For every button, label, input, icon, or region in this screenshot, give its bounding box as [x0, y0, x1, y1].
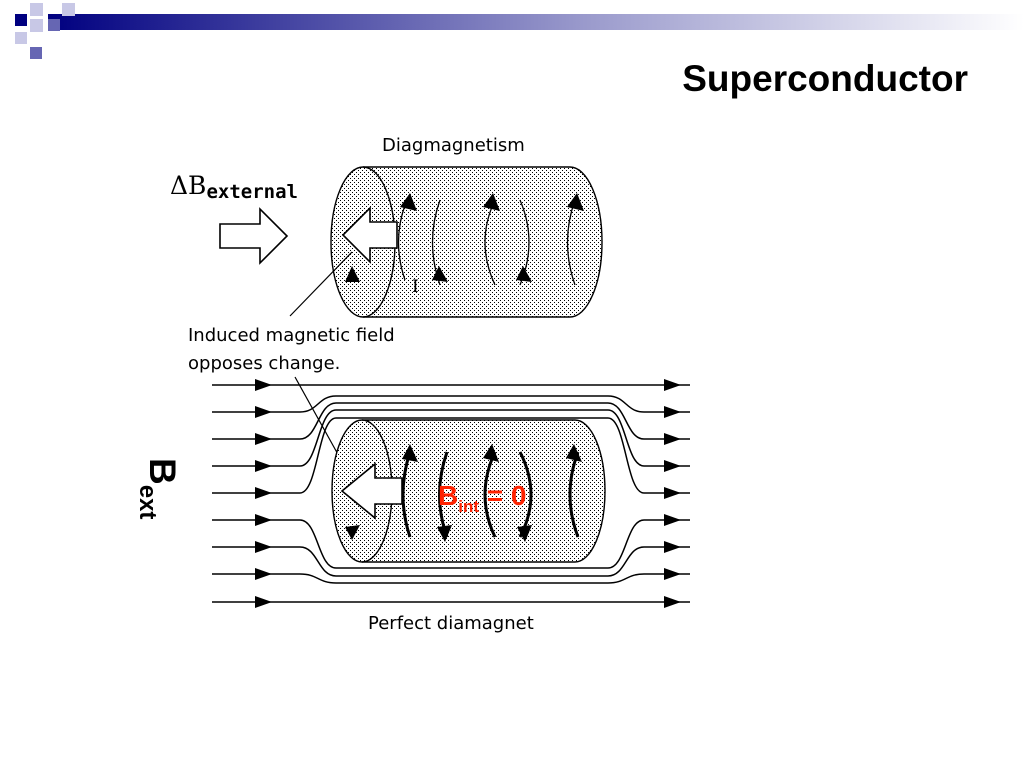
delta-b-subscript: external — [206, 181, 298, 203]
external-field-arrow — [219, 207, 289, 265]
induced-field-caption-line2: opposes change. — [188, 353, 340, 374]
bottom-current-arrowheads — [345, 444, 582, 542]
delta-b-external-label: ΔBexternal — [170, 171, 298, 203]
delta-b-symbol: ΔB — [170, 171, 206, 200]
corner-square — [15, 32, 27, 44]
bottom-cylinder — [331, 419, 606, 563]
induced-field-caption: Induced magnetic field opposes change. — [188, 325, 400, 374]
slide-title: Superconductor — [682, 58, 968, 99]
corner-square — [48, 19, 60, 31]
top-diagram-label: Diagmagnetism — [382, 135, 525, 156]
field-arrowheads-left — [255, 379, 272, 608]
top-cylinder — [330, 166, 603, 318]
corner-square — [62, 3, 75, 16]
corner-square — [15, 14, 27, 26]
bottom-induced-field-arrow — [340, 462, 403, 520]
b-ext-main: B — [142, 458, 183, 485]
b-int-rest: = 0 — [479, 480, 526, 511]
b-int-sub: int — [458, 497, 479, 516]
bottom-diagram-label: Perfect diamagnet — [368, 613, 534, 634]
bottom-current-loops — [401, 451, 580, 538]
header-gradient-bar — [48, 14, 1024, 30]
induced-field-caption-line1: Induced magnetic field — [188, 325, 395, 346]
corner-square — [30, 3, 43, 16]
b-ext-sub: ext — [134, 485, 161, 520]
corner-square — [30, 19, 43, 32]
b-internal-label: Bint = 0 — [438, 480, 527, 516]
current-label: I — [412, 277, 419, 297]
b-int-main: B — [438, 480, 458, 511]
top-current-arrowheads — [345, 193, 584, 282]
field-arrowheads-right — [664, 379, 681, 608]
slide-corner-decoration — [15, 3, 1024, 59]
b-external-label: Bext — [134, 458, 183, 519]
corner-square — [30, 47, 42, 59]
field-lines — [212, 384, 690, 603]
induced-field-arrow — [341, 206, 398, 264]
induced-field-leader-line — [289, 251, 353, 317]
